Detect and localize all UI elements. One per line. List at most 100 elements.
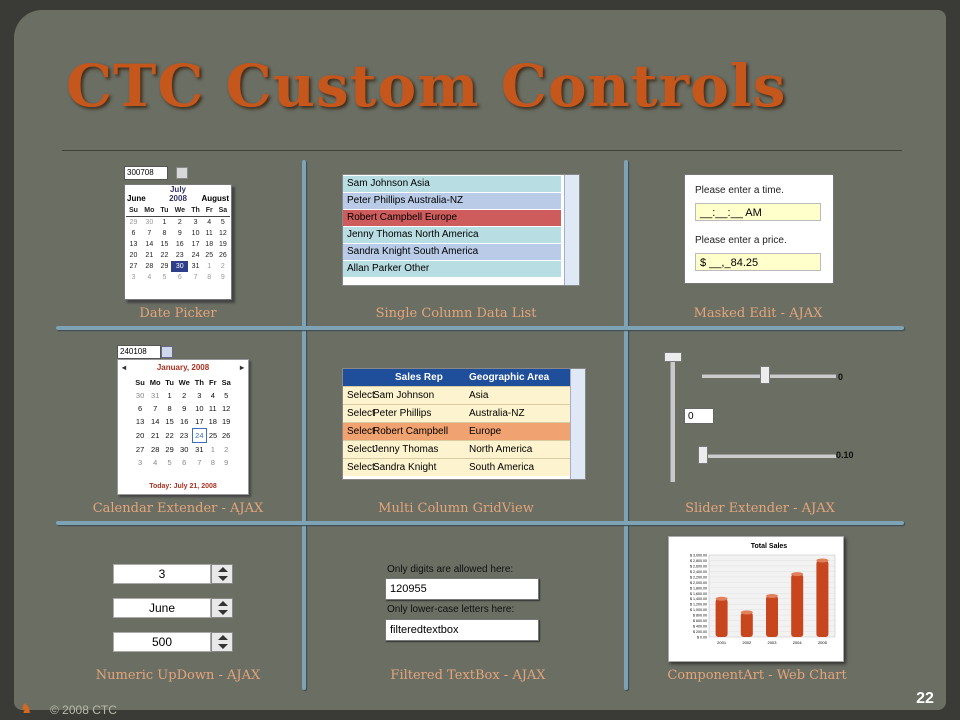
arrow-down-icon[interactable] [218,576,228,581]
calendar-day[interactable]: 6 [182,458,187,467]
slider-value-box[interactable]: 0 [684,408,714,424]
calendar-day[interactable]: 21 [151,431,160,440]
calendar-day[interactable]: 24 [191,428,207,443]
calendar-day[interactable]: 30 [145,219,154,226]
calendar-day[interactable]: 2 [224,444,229,454]
calendar-day[interactable]: 2 [220,263,225,270]
vertical-slider-track[interactable] [670,358,675,482]
calendar-day[interactable]: 3 [197,391,202,400]
digits-input[interactable]: 120955 [385,578,539,600]
calendar-day[interactable]: 31 [195,445,204,454]
calendar-day[interactable]: 19 [218,241,227,248]
calendar-day[interactable]: 18 [208,417,217,427]
calendar-day[interactable]: 1 [207,263,212,270]
arrow-down-icon[interactable] [218,610,228,615]
updown-number-value[interactable]: 3 [113,564,211,584]
calendar-day[interactable]: 5 [167,458,172,467]
calendar-icon[interactable] [161,346,173,358]
calendar-day[interactable]: 11 [208,404,217,413]
lowercase-input[interactable]: filteredtextbox [385,619,539,641]
calendar-day[interactable]: 15 [165,417,174,427]
arrow-up-icon[interactable] [218,635,228,640]
arrow-up-icon[interactable] [218,567,228,572]
calendar-day[interactable]: 30 [180,444,189,454]
calendar-day[interactable]: 14 [145,241,154,248]
calendar-day[interactable]: 3 [193,219,198,226]
calendar-day[interactable]: 8 [210,458,215,467]
calendar-day[interactable]: 7 [197,458,202,467]
grid-cell-action[interactable]: Select [347,444,375,455]
calendar-day[interactable]: 9 [224,458,229,467]
horizontal-slider-handle-bottom[interactable] [698,446,708,464]
calendar-day[interactable]: 18 [205,241,214,248]
calendar-day[interactable]: 16 [175,241,184,248]
calendar-day[interactable]: 6 [131,230,136,237]
calendar-day[interactable]: 20 [129,252,138,259]
calendar-day[interactable]: 20 [135,431,145,440]
horizontal-slider-handle-top[interactable] [760,366,770,384]
calendar-extender-today[interactable]: Today: July 21, 2008 [149,483,217,490]
arrow-down-icon[interactable] [218,644,228,649]
calendar-day[interactable]: 25 [208,431,218,440]
list-item[interactable]: Allan Parker Other [343,261,561,277]
calendar-day[interactable]: 27 [135,444,145,454]
calendar-day[interactable]: 3 [131,274,136,281]
list-item[interactable]: Sandra Knight South America [343,244,561,260]
list-item[interactable]: Sam Johnson Asia [343,176,561,192]
calendar-day[interactable]: 13 [129,241,138,248]
calendar-day[interactable]: 17 [195,417,204,426]
calendar-day[interactable]: 22 [160,252,169,259]
arrow-up-icon[interactable] [218,601,228,606]
calendar-day[interactable]: 17 [191,241,200,248]
list-item[interactable]: Jenny Thomas North America [343,227,561,243]
calendar-day[interactable]: 15 [160,241,169,248]
updown-month-value[interactable]: June [113,598,211,618]
grid-scrollbar[interactable] [570,369,585,479]
calendar-day[interactable]: 7 [147,230,152,237]
calendar-day[interactable]: 23 [175,252,184,259]
calendar-day[interactable]: 6 [177,274,182,281]
calendar-day[interactable]: 8 [207,274,212,281]
calendar-day[interactable]: 4 [153,458,158,467]
grid-cell-action[interactable]: Select [347,390,375,401]
calendar-day[interactable]: 7 [193,274,198,281]
calendar-day[interactable]: 12 [222,404,231,413]
date-picker-prev-month[interactable]: June [127,194,146,203]
date-picker-next-month[interactable]: August [201,194,229,203]
calendar-day[interactable]: 7 [153,404,158,413]
calendar-day[interactable]: 31 [191,263,200,270]
calendar-extender-input[interactable]: 240108 [117,345,161,359]
next-arrow-icon[interactable]: ▸ [239,363,244,372]
calendar-day[interactable]: 10 [195,404,204,413]
calendar-day[interactable]: 4 [147,274,152,281]
horizontal-slider-track-bottom[interactable] [702,454,836,458]
calendar-day[interactable]: 28 [145,263,154,270]
calendar-day[interactable]: 2 [177,219,182,226]
calendar-day[interactable]: 1 [210,444,215,454]
calendar-day[interactable]: 29 [165,444,174,454]
time-input[interactable]: __:__:__ AM [695,203,821,221]
calendar-day[interactable]: 28 [151,444,160,454]
calendar-day[interactable]: 5 [162,274,167,281]
calendar-day[interactable]: 13 [135,417,145,427]
calendar-day[interactable]: 30 [171,261,189,272]
date-picker-input[interactable]: 300708 [124,166,168,180]
grid-cell-action[interactable]: Select [347,408,375,419]
calendar-day[interactable]: 12 [218,230,227,237]
calendar-day[interactable]: 6 [138,404,143,413]
calendar-day[interactable]: 22 [165,431,174,440]
list-scrollbar[interactable] [564,175,579,285]
calendar-day[interactable]: 23 [179,431,189,440]
calendar-icon[interactable] [176,167,188,179]
calendar-day[interactable]: 8 [167,404,172,413]
calendar-day[interactable]: 2 [182,391,187,400]
calendar-day[interactable]: 31 [151,391,160,400]
calendar-day[interactable]: 3 [138,458,143,467]
calendar-day[interactable]: 5 [220,219,225,226]
prev-arrow-icon[interactable]: ◂ [122,363,127,372]
price-input[interactable]: $ __,_84.25 [695,253,821,271]
